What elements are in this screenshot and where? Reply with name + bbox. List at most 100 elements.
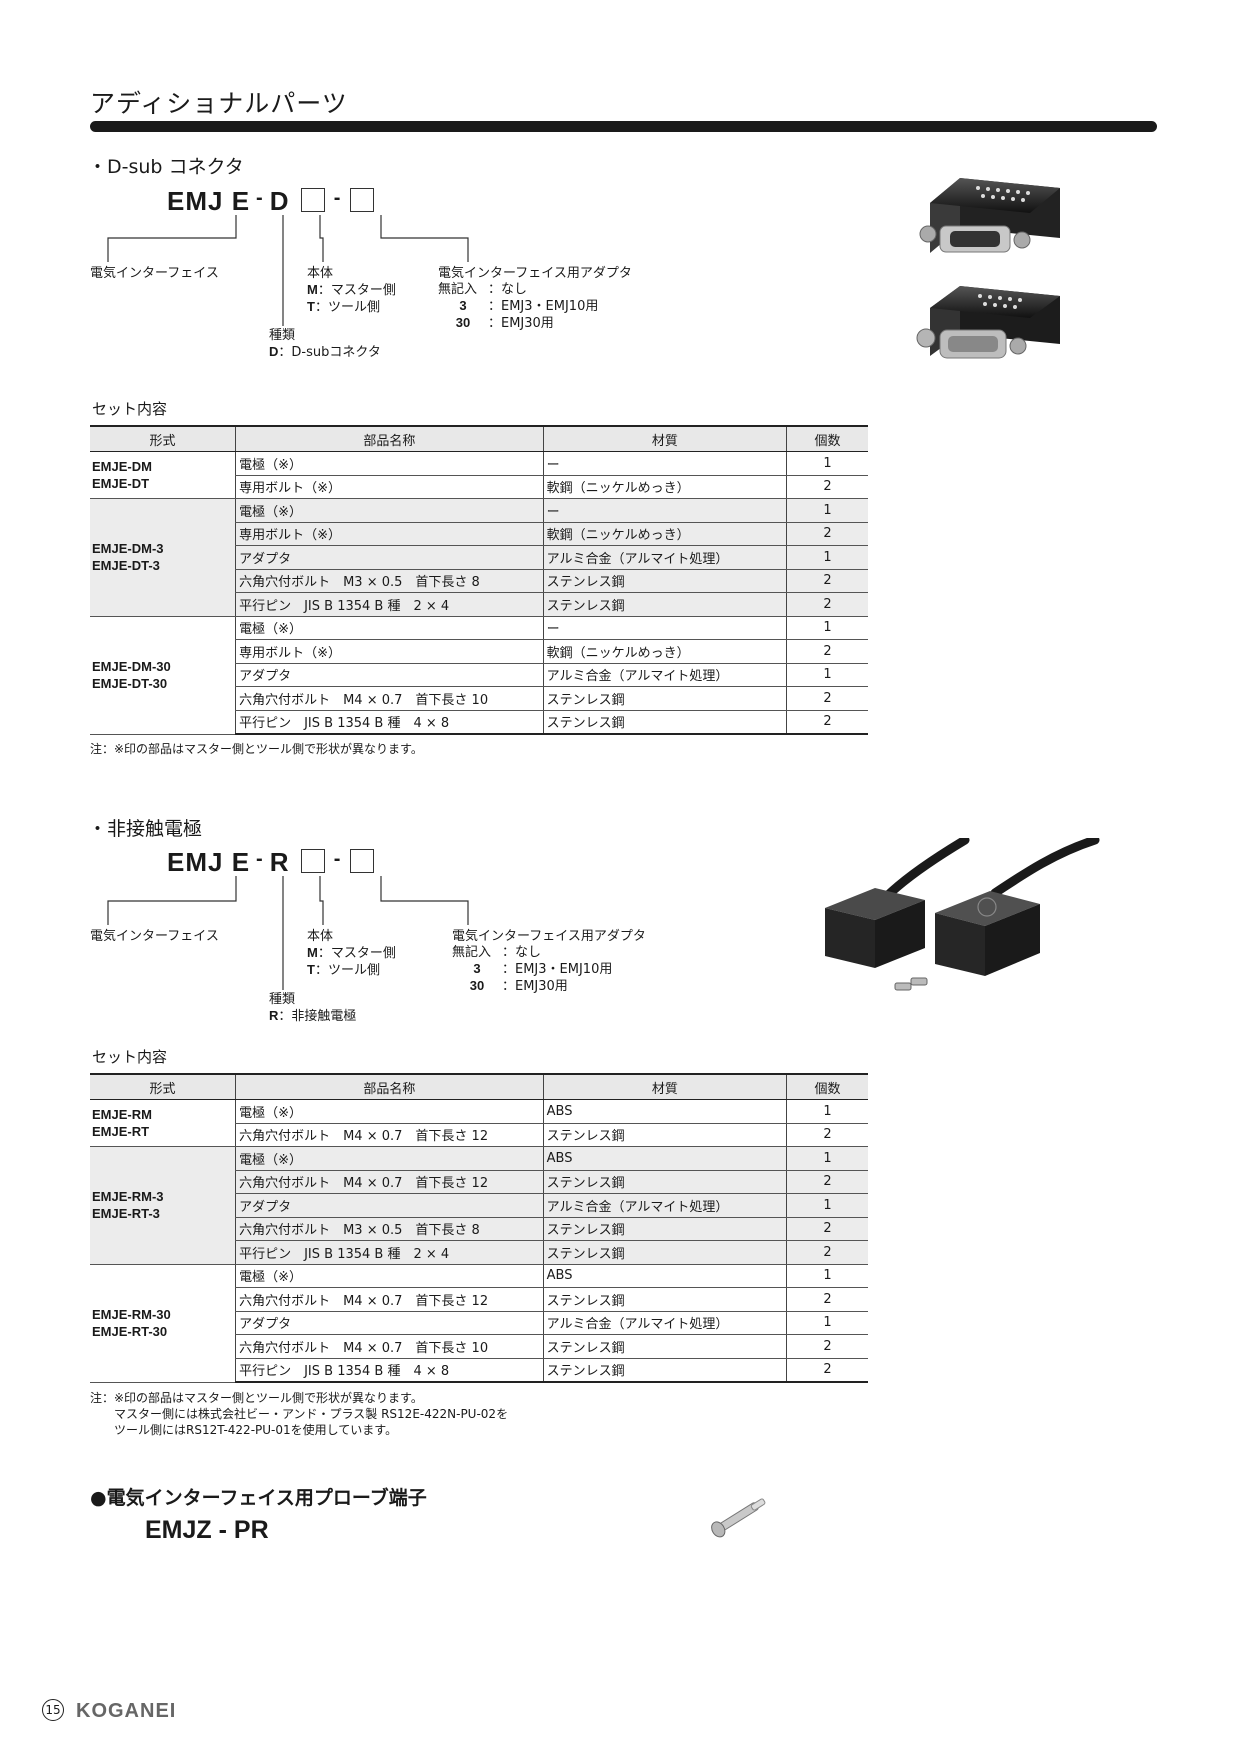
probe-heading: ●電気インターフェイス用プローブ端子 — [90, 1487, 427, 1509]
code-type: R — [269, 847, 290, 877]
code-e: E — [231, 847, 251, 877]
part-name-cell: 平行ピン JIS B 1354 B 種 2 × 4 — [235, 592, 544, 617]
quantity-cell: 2 — [786, 1217, 868, 1241]
contactless-adapter-block: 電気インターフェイス用アダプタ 無記入：なし 3：EMJ3・EMJ10用 30：… — [452, 929, 646, 995]
quantity-cell: 1 — [786, 498, 868, 523]
quantity-cell: 2 — [786, 686, 868, 711]
table-row: アダプタアルミ合金（アルマイト処理）1 — [90, 1311, 868, 1335]
code-type: D — [269, 186, 290, 216]
dsub-connector-top — [919, 178, 1060, 253]
dsub-adapter-block: 電気インターフェイス用アダプタ 無記入：なし 3：EMJ3・EMJ10用 30：… — [438, 266, 632, 332]
part-name-cell: 六角穴付ボルト M4 × 0.7 首下長さ 10 — [235, 1334, 544, 1359]
quantity-cell: 2 — [786, 569, 868, 593]
table-row: 専用ボルト（※）軟鋼（ニッケルめっき）2 — [90, 475, 868, 499]
part-name-cell: 六角穴付ボルト M4 × 0.7 首下長さ 10 — [235, 686, 544, 711]
material-cell: ステンレス鋼 — [542, 569, 787, 593]
quantity-cell: 2 — [786, 475, 868, 499]
code-dash: - — [256, 187, 264, 209]
adapter-title: 電気インターフェイス用アダプタ — [438, 266, 632, 281]
quantity-cell: 1 — [786, 1264, 868, 1288]
code-dash-2: - — [333, 848, 342, 870]
part-name-cell: 専用ボルト（※） — [235, 639, 544, 664]
model-name: EMJE-RT — [92, 1124, 150, 1139]
material-cell: ステンレス鋼 — [542, 592, 787, 617]
part-name-cell: 六角穴付ボルト M4 × 0.7 首下長さ 12 — [235, 1170, 544, 1194]
table-row: 専用ボルト（※）軟鋼（ニッケルめっき）2 — [90, 639, 868, 664]
quantity-cell: 2 — [786, 1358, 868, 1383]
kind-title: 種類 — [269, 328, 296, 343]
note-line: マスター側には株式会社ビー・アンド・プラス製 RS12E-422N-PU-02を — [90, 1407, 509, 1421]
material-cell: 軟鋼（ニッケルめっき） — [542, 475, 787, 499]
adapter-code-box — [350, 188, 375, 212]
code-prefix: EMJ — [167, 186, 224, 216]
material-cell: ステンレス鋼 — [542, 1123, 787, 1147]
quantity-cell: 2 — [786, 1240, 868, 1265]
quantity-cell: 1 — [786, 1099, 868, 1124]
body-t-line: T：ツール側 — [307, 299, 380, 315]
quantity-cell: 2 — [786, 1123, 868, 1147]
part-name-cell: 六角穴付ボルト M4 × 0.7 首下長さ 12 — [235, 1123, 544, 1147]
model-name: EMJE-DT-30 — [92, 676, 168, 691]
contactless-electrode-image — [825, 838, 1100, 991]
contactless-body-block: 本体 M：マスター側 T：ツール側 — [307, 929, 396, 979]
table-row: アダプタアルミ合金（アルマイト処理）1 — [90, 1193, 868, 1218]
part-name-cell: 六角穴付ボルト M4 × 0.7 首下長さ 12 — [235, 1287, 544, 1312]
material-cell: 軟鋼（ニッケルめっき） — [542, 639, 787, 664]
dsub-model-code: EMJ E-D - — [167, 186, 377, 217]
material-cell: アルミ合金（アルマイト処理） — [542, 545, 787, 570]
part-name-cell: アダプタ — [235, 1311, 544, 1335]
dsub-interface-label: 電気インターフェイス — [90, 266, 219, 281]
part-name-cell: 電極（※） — [235, 1146, 544, 1171]
kind-line: D：D-subコネクタ — [269, 344, 381, 360]
contactless-kind-block: 種類 R：非接触電極 — [269, 992, 356, 1025]
contactless-interface-label: 電気インターフェイス — [90, 929, 219, 944]
adapter-30-line: 30：EMJ30用 — [469, 978, 568, 994]
material-cell: ABS — [542, 1146, 787, 1171]
quantity-cell: 2 — [786, 710, 868, 735]
table-header-cell: 部品名称 — [235, 1073, 544, 1100]
adapter-3-line: 3：EMJ3・EMJ10用 — [473, 961, 613, 977]
code-prefix: EMJ — [167, 847, 224, 877]
probe-model-code: EMJZ - PR — [145, 1516, 269, 1544]
part-name-cell: 専用ボルト（※） — [235, 475, 544, 499]
quantity-cell: 1 — [786, 616, 868, 640]
part-name-cell: 平行ピン JIS B 1354 B 種 2 × 4 — [235, 1240, 544, 1265]
table-header-cell: 個数 — [786, 425, 868, 452]
probe-terminal-image — [711, 1498, 766, 1538]
part-name-cell: 電極（※） — [235, 1099, 544, 1124]
dsub-body-block: 本体 M：マスター側 T：ツール側 — [307, 266, 396, 316]
quantity-cell: 2 — [786, 592, 868, 617]
electrode-cables — [880, 838, 1100, 903]
material-cell: アルミ合金（アルマイト処理） — [542, 1311, 787, 1335]
note-line: ツール側にはRS12T-422-PU-01を使用しています。 — [90, 1423, 398, 1437]
material-cell: ABS — [542, 1099, 787, 1124]
material-cell: ABS — [542, 1264, 787, 1288]
table-row: 専用ボルト（※）軟鋼（ニッケルめっき）2 — [90, 522, 868, 546]
note-line: 注：※印の部品はマスター側とツール側で形状が異なります。 — [90, 1391, 423, 1405]
table-header-cell: 材質 — [542, 425, 787, 452]
adapter-title: 電気インターフェイス用アダプタ — [452, 929, 646, 944]
body-t-line: T：ツール側 — [307, 962, 380, 978]
table-header-cell: 部品名称 — [235, 425, 544, 452]
material-cell: ステンレス鋼 — [542, 710, 787, 735]
material-cell: ステンレス鋼 — [542, 1358, 787, 1383]
material-cell: ステンレス鋼 — [542, 1334, 787, 1359]
part-name-cell: アダプタ — [235, 545, 544, 570]
page-title: アディショナルパーツ — [90, 89, 348, 118]
electrode-bolts — [894, 977, 928, 991]
dsub-heading: ・D-sub コネクタ — [88, 156, 244, 178]
adapter-none-line: 無記入：なし — [438, 282, 528, 297]
adapter-3-line: 3：EMJ3・EMJ10用 — [459, 298, 599, 314]
part-name-cell: 専用ボルト（※） — [235, 522, 544, 546]
brand-logo: KOGANEI — [76, 1700, 177, 1722]
page-number: 15 — [42, 1699, 64, 1721]
dsub-notes: 注：※印の部品はマスター側とツール側で形状が異なります。 — [90, 741, 423, 757]
